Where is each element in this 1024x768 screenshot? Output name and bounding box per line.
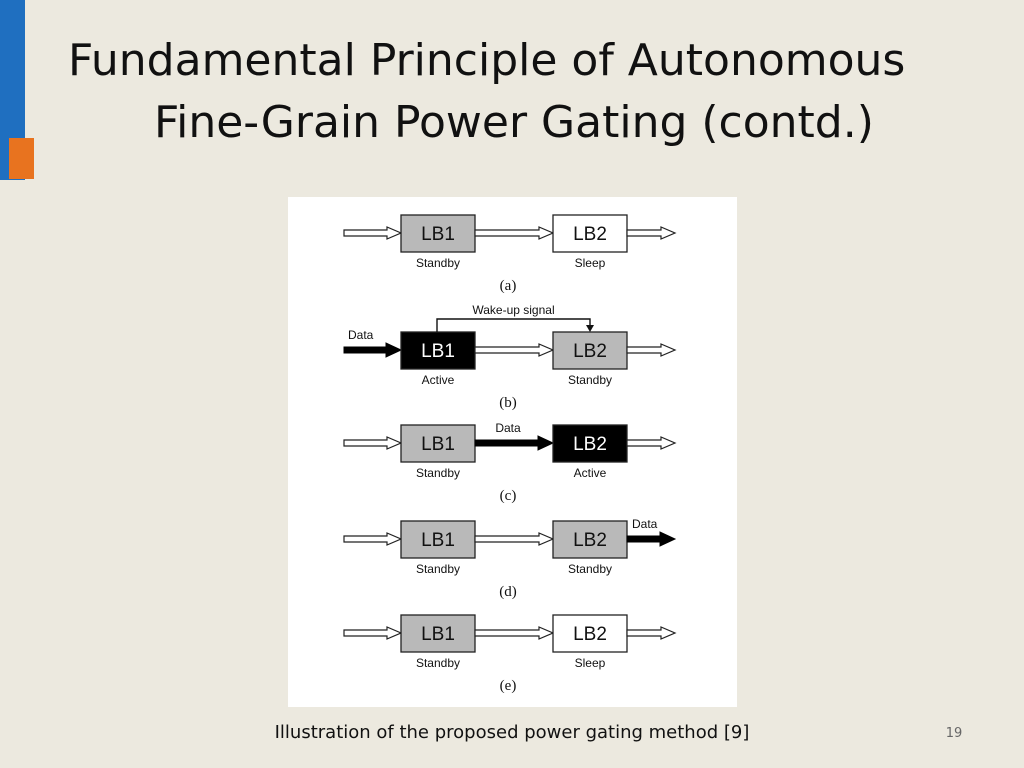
- slide-title: Fundamental Principle of Autonomous Fine…: [68, 30, 998, 154]
- panel-d-lb2-state: Standby: [568, 562, 612, 576]
- panel-e-lb2-state: Sleep: [575, 656, 606, 670]
- panel-d-lb2-box: [552, 520, 628, 559]
- panel-d-lb1-label: LB1: [421, 530, 455, 551]
- panel-b-sublabel: (b): [499, 395, 517, 411]
- panel-a-lb1-box: [400, 214, 476, 253]
- accent-bar-orange: [9, 138, 34, 179]
- panel-a-sublabel: (a): [500, 278, 517, 294]
- panel-e-lb2-label: LB2: [573, 624, 607, 645]
- panel-c-sublabel: (c): [500, 488, 517, 504]
- panel-b-lb2-state: Standby: [568, 373, 612, 387]
- panel-e-sublabel: (e): [500, 678, 517, 694]
- panel-a-lb2-box: [552, 214, 628, 253]
- panel-a-middle-arrow: [474, 226, 555, 240]
- panel-d-output-arrow: [626, 531, 677, 547]
- panel-b-lb1-box: [400, 331, 476, 370]
- panel-e-middle-arrow: [474, 626, 555, 640]
- title-line-1: Fundamental Principle of Autonomous: [68, 35, 906, 86]
- panel-c-lb1-state: Standby: [416, 466, 460, 480]
- panel-c-lb1-box: [400, 424, 476, 463]
- panel-c-input-arrow: [343, 436, 403, 450]
- panel-b-lb1-label: LB1: [421, 341, 455, 362]
- panel-e-lb1-label: LB1: [421, 624, 455, 645]
- panel-a-lb2-state: Sleep: [575, 256, 606, 270]
- panel-b-wakeup-line: [436, 318, 591, 332]
- panel-b-lb2-label: LB2: [573, 341, 607, 362]
- panel-d-sublabel: (d): [499, 584, 517, 600]
- panel-e-lb1-state: Standby: [416, 656, 460, 670]
- panel-a-lb1-label: LB1: [421, 224, 455, 245]
- panel-e-input-arrow: [343, 626, 403, 640]
- panel-c-lb2-state: Active: [574, 466, 607, 480]
- panel-b-wakeup-label: Wake-up signal: [472, 303, 554, 317]
- panel-c-lb2-label: LB2: [573, 434, 607, 455]
- panel-c-middle-label: Data: [495, 421, 521, 435]
- figure-caption: Illustration of the proposed power gatin…: [274, 722, 750, 743]
- panel-a-lb2-label: LB2: [573, 224, 607, 245]
- panel-d-lb1-state: Standby: [416, 562, 460, 576]
- panel-b-wakeup-arrowhead: [586, 325, 594, 332]
- panel-e-output-arrow: [626, 626, 677, 640]
- panel-c-lb2-box: [552, 424, 628, 463]
- panel-b-lb1-state: Active: [422, 373, 455, 387]
- panel-b-input-label: Data: [348, 328, 374, 342]
- panel-b-output-arrow: [626, 343, 677, 357]
- panel-a-lb1-state: Standby: [416, 256, 460, 270]
- panel-e-lb2-box: [552, 614, 628, 653]
- panel-b-middle-arrow: [474, 343, 555, 357]
- power-gating-diagram: LB1StandbyLB2Sleep(a)DataLB1ActiveLB2Sta…: [343, 214, 677, 694]
- panel-d-output-label: Data: [632, 517, 658, 531]
- panel-d-input-arrow: [343, 532, 403, 546]
- panel-b-lb2-box: [552, 331, 628, 370]
- panel-a-output-arrow: [626, 226, 677, 240]
- panel-c-middle-arrow: [474, 435, 555, 451]
- panel-a-input-arrow: [343, 226, 403, 240]
- panel-b-input-arrow: [343, 342, 403, 358]
- panel-e-lb1-box: [400, 614, 476, 653]
- title-line-2: Fine-Grain Power Gating (contd.): [154, 97, 874, 148]
- panel-c-output-arrow: [626, 436, 677, 450]
- panel-c-lb1-label: LB1: [421, 434, 455, 455]
- page-number: 19: [945, 726, 963, 741]
- panel-d-middle-arrow: [474, 532, 555, 546]
- panel-d-lb2-label: LB2: [573, 530, 607, 551]
